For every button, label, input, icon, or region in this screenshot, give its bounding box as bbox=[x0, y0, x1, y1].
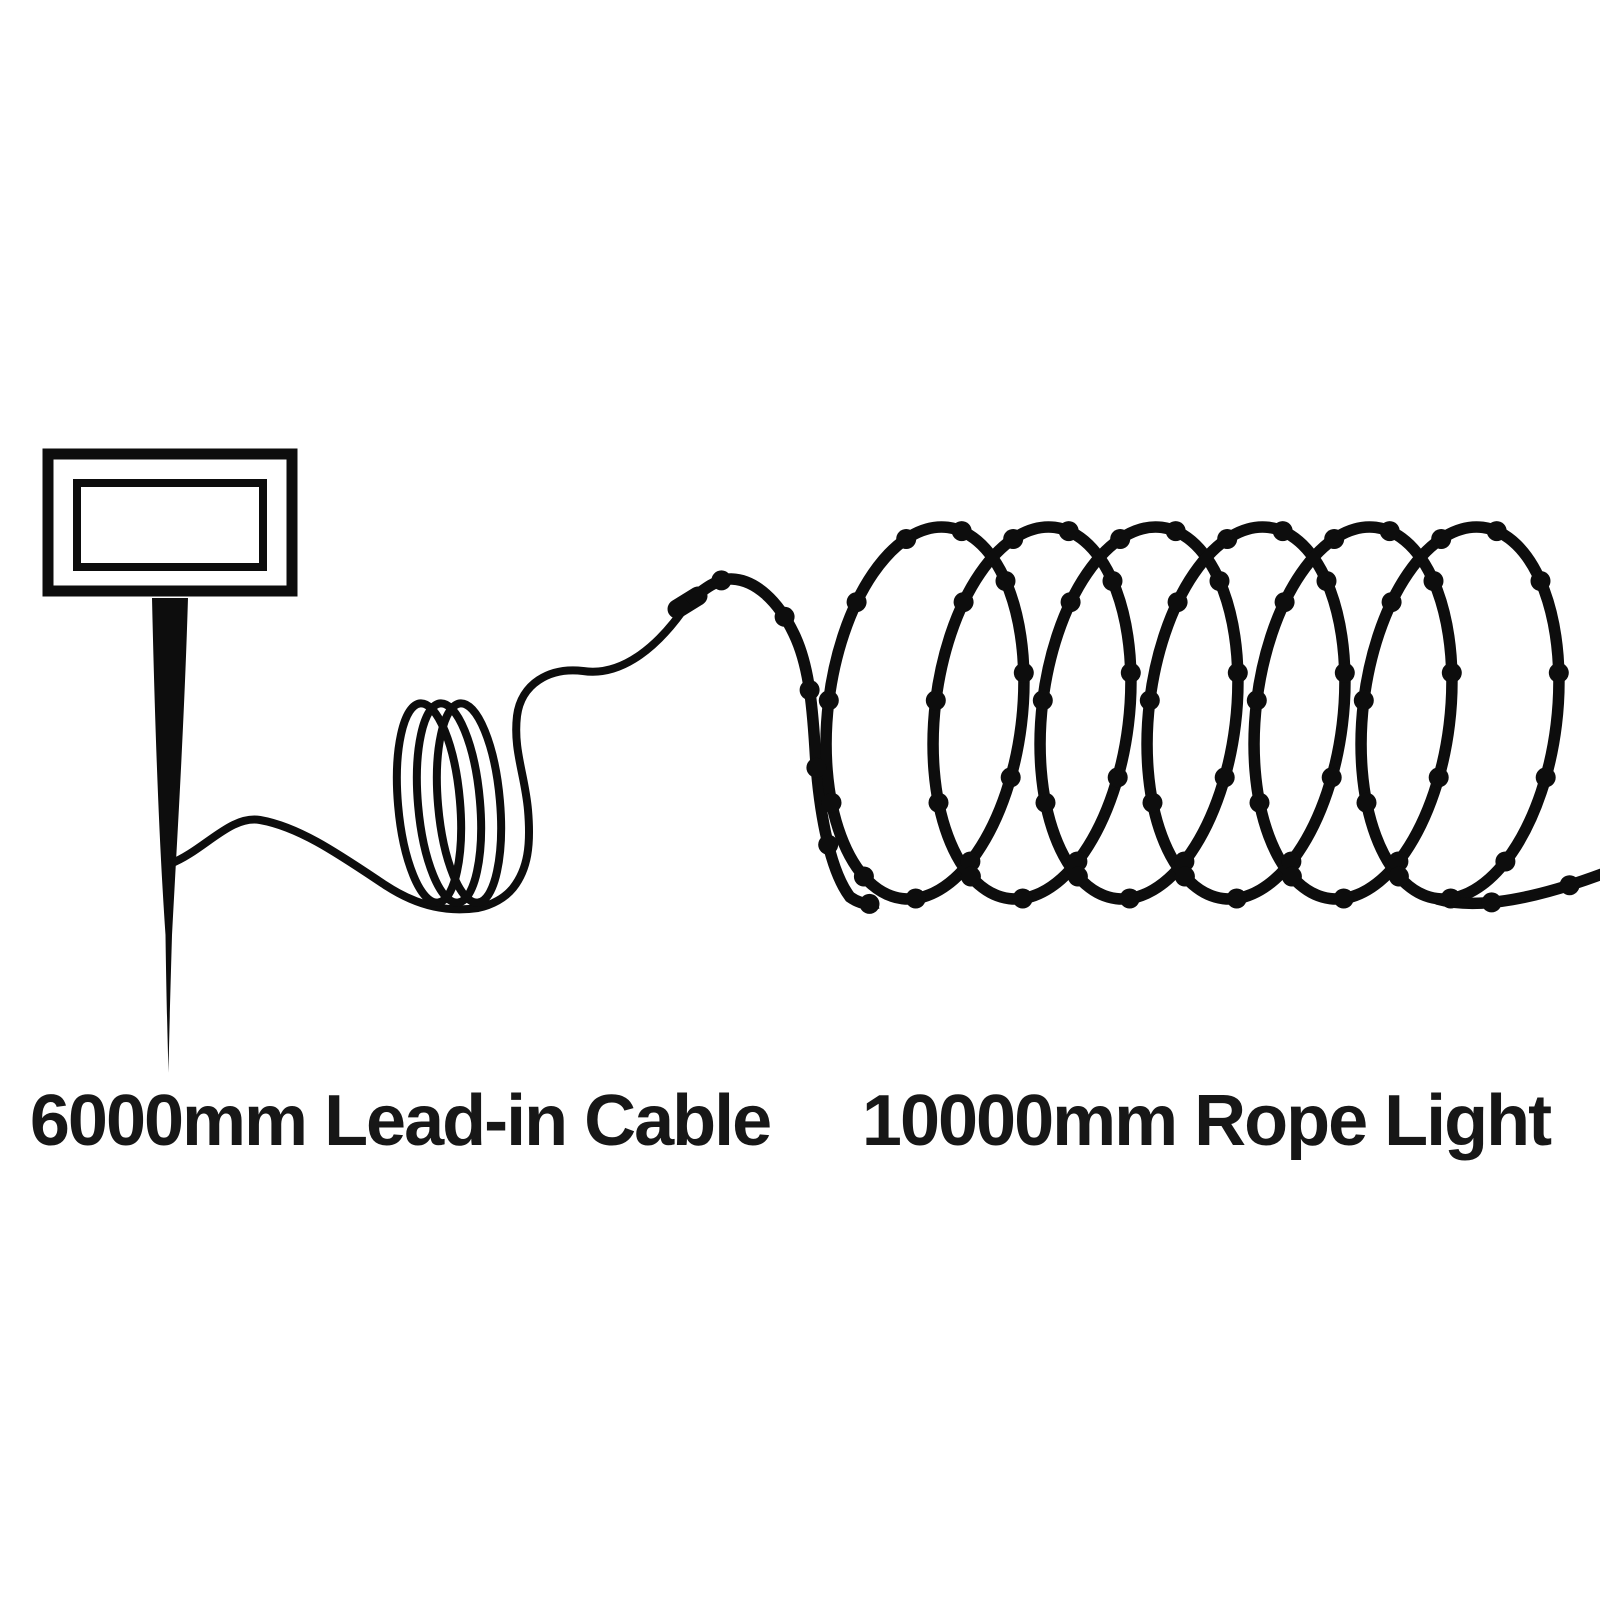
lead-in-cable-path bbox=[168, 600, 692, 914]
led-dot bbox=[1107, 767, 1128, 788]
led-dot bbox=[1353, 690, 1374, 711]
ground-stake bbox=[152, 598, 188, 1073]
led-dot bbox=[1003, 529, 1024, 549]
led-dot bbox=[1214, 767, 1235, 788]
led-dot bbox=[1013, 662, 1034, 683]
led-dot bbox=[1486, 521, 1507, 542]
solar-panel-frame bbox=[42, 448, 298, 597]
led-dot bbox=[1142, 792, 1163, 813]
led-dot bbox=[925, 690, 946, 711]
led-dot bbox=[1246, 690, 1267, 711]
led-dot bbox=[1102, 571, 1123, 591]
led-dot bbox=[905, 888, 926, 909]
led-dot bbox=[1535, 767, 1556, 788]
led-dot bbox=[1119, 888, 1140, 909]
led-dot bbox=[1035, 792, 1056, 813]
led-dot bbox=[1441, 662, 1462, 683]
led-dot bbox=[1165, 521, 1186, 542]
solar-panel-cell bbox=[73, 479, 267, 571]
led-dot bbox=[1388, 866, 1409, 887]
led-dot bbox=[1281, 851, 1302, 872]
led-dot bbox=[774, 606, 795, 627]
led-dot bbox=[1139, 690, 1160, 711]
led-dot bbox=[821, 792, 842, 813]
led-dot bbox=[859, 893, 880, 914]
cable-coil bbox=[392, 699, 506, 907]
led-dot bbox=[1423, 571, 1444, 591]
solar-panel bbox=[42, 448, 298, 1073]
led-dot bbox=[1530, 571, 1551, 591]
led-dot bbox=[853, 866, 874, 887]
led-dot bbox=[806, 757, 827, 778]
led-dot bbox=[1249, 792, 1270, 813]
led-dot bbox=[953, 592, 974, 613]
led-dot bbox=[1334, 662, 1355, 683]
led-dot bbox=[1559, 875, 1580, 896]
led-dot bbox=[1388, 851, 1409, 872]
led-dot bbox=[1174, 866, 1195, 887]
led-dot bbox=[1379, 521, 1400, 542]
rope-light-label: 10000mm Rope Light bbox=[861, 1081, 1552, 1161]
rope-coil bbox=[820, 521, 1565, 905]
led-dot bbox=[928, 792, 949, 813]
led-dots bbox=[711, 521, 1580, 914]
led-dot bbox=[1381, 592, 1402, 613]
led-dot bbox=[799, 680, 820, 700]
led-dot bbox=[1217, 529, 1238, 549]
led-dot bbox=[711, 570, 732, 591]
led-dot bbox=[1226, 888, 1247, 909]
led-dot bbox=[818, 834, 839, 855]
led-dot bbox=[1120, 662, 1141, 683]
led-dot bbox=[1431, 529, 1452, 549]
led-dot bbox=[1324, 529, 1345, 549]
led-dot bbox=[1481, 892, 1502, 913]
led-dot bbox=[1067, 851, 1088, 872]
led-dot bbox=[1167, 592, 1188, 613]
rope-light bbox=[684, 521, 1600, 914]
led-dot bbox=[1356, 792, 1377, 813]
led-dot bbox=[1110, 529, 1131, 549]
led-dot bbox=[1272, 521, 1293, 542]
led-dot bbox=[1321, 767, 1342, 788]
led-dot bbox=[818, 690, 839, 711]
led-dot bbox=[896, 529, 917, 549]
led-dot bbox=[1174, 851, 1195, 872]
lead-in-cable bbox=[168, 600, 692, 914]
led-dot bbox=[1060, 592, 1081, 613]
led-dot bbox=[960, 866, 981, 887]
led-dot bbox=[1058, 521, 1079, 542]
led-dot bbox=[846, 592, 867, 613]
led-dot bbox=[1440, 888, 1461, 909]
led-dot bbox=[1274, 592, 1295, 613]
led-dot bbox=[1227, 662, 1248, 683]
led-dot bbox=[1333, 888, 1354, 909]
led-dot bbox=[1209, 571, 1230, 591]
led-dot bbox=[1316, 571, 1337, 591]
led-dot bbox=[1067, 866, 1088, 887]
led-dot bbox=[951, 521, 972, 542]
led-dot bbox=[960, 851, 981, 872]
led-dot bbox=[1000, 767, 1021, 788]
led-dot bbox=[1032, 690, 1053, 711]
led-dot bbox=[1281, 866, 1302, 887]
lead-in-cable-label: 6000mm Lead-in Cable bbox=[29, 1081, 772, 1161]
led-dot bbox=[1012, 888, 1033, 909]
led-dot bbox=[1428, 767, 1449, 788]
cable-coil-loop bbox=[412, 699, 486, 907]
led-dot bbox=[1548, 662, 1569, 683]
led-dot bbox=[1495, 851, 1516, 872]
cable-coil-loop bbox=[432, 699, 506, 907]
cable-coil-loop bbox=[392, 699, 466, 907]
led-dot bbox=[995, 571, 1016, 591]
